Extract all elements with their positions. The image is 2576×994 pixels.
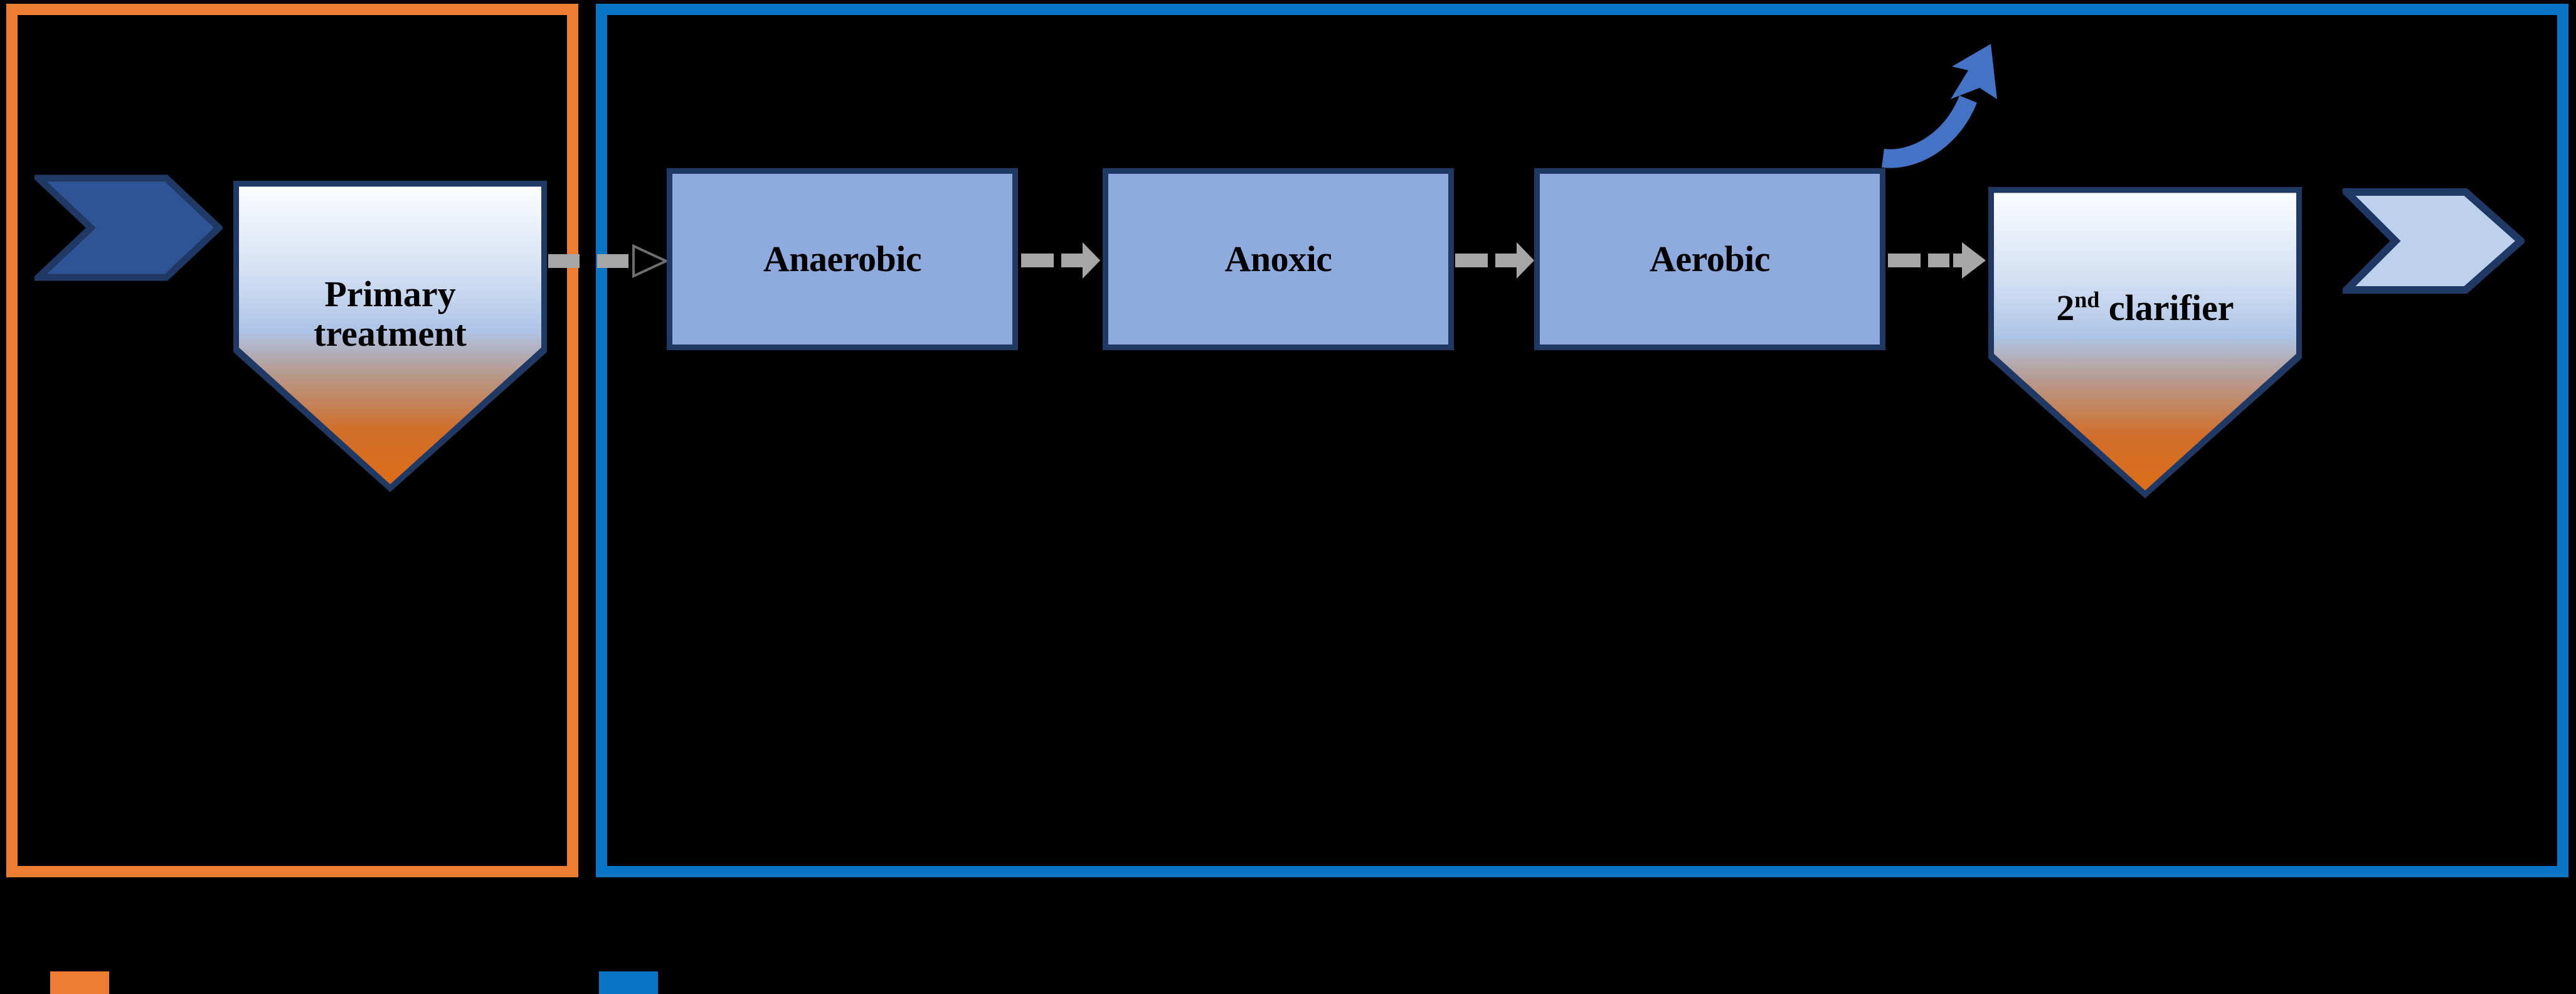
primary-treatment-label: Primary treatment	[233, 274, 547, 354]
node-anaerobic[interactable]: Anaerobic	[667, 168, 1018, 350]
connector-primary-to-anaerobic	[547, 236, 672, 289]
node-second-clarifier[interactable]: 2nd clarifier	[1988, 187, 2302, 498]
legend-swatch-primary	[50, 971, 109, 994]
node-anoxic[interactable]: Anoxic	[1103, 168, 1454, 350]
clarifier-word: clarifier	[2099, 287, 2234, 328]
node-aerobic[interactable]: Aerobic	[1534, 168, 1885, 350]
influent-chevron[interactable]	[34, 174, 223, 281]
connector-anaerobic-to-anoxic	[1021, 237, 1101, 287]
primary-treatment-zone-frame	[6, 4, 578, 877]
connector-aerobic-to-clarifier	[1888, 237, 1988, 287]
effluent-chevron[interactable]	[2343, 188, 2525, 294]
node-primary-treatment[interactable]: Primary treatment	[233, 181, 547, 492]
clarifier-ordinal-suffix: nd	[2074, 287, 2100, 313]
aeration-offgas-arrow	[1874, 39, 2037, 186]
aerobic-label: Aerobic	[1650, 238, 1770, 279]
clarifier-number: 2	[2056, 287, 2075, 328]
primary-treatment-label-line1: Primary	[324, 274, 456, 314]
connector-anoxic-to-aerobic	[1455, 237, 1535, 287]
anaerobic-label: Anaerobic	[763, 238, 922, 279]
primary-treatment-label-line2: treatment	[314, 313, 467, 354]
anoxic-label: Anoxic	[1224, 238, 1333, 279]
second-clarifier-label: 2nd clarifier	[1988, 287, 2302, 328]
legend-swatch-biological	[599, 971, 658, 994]
biological-treatment-zone-frame	[596, 4, 2568, 877]
second-clarifier-fill	[1988, 187, 2302, 498]
